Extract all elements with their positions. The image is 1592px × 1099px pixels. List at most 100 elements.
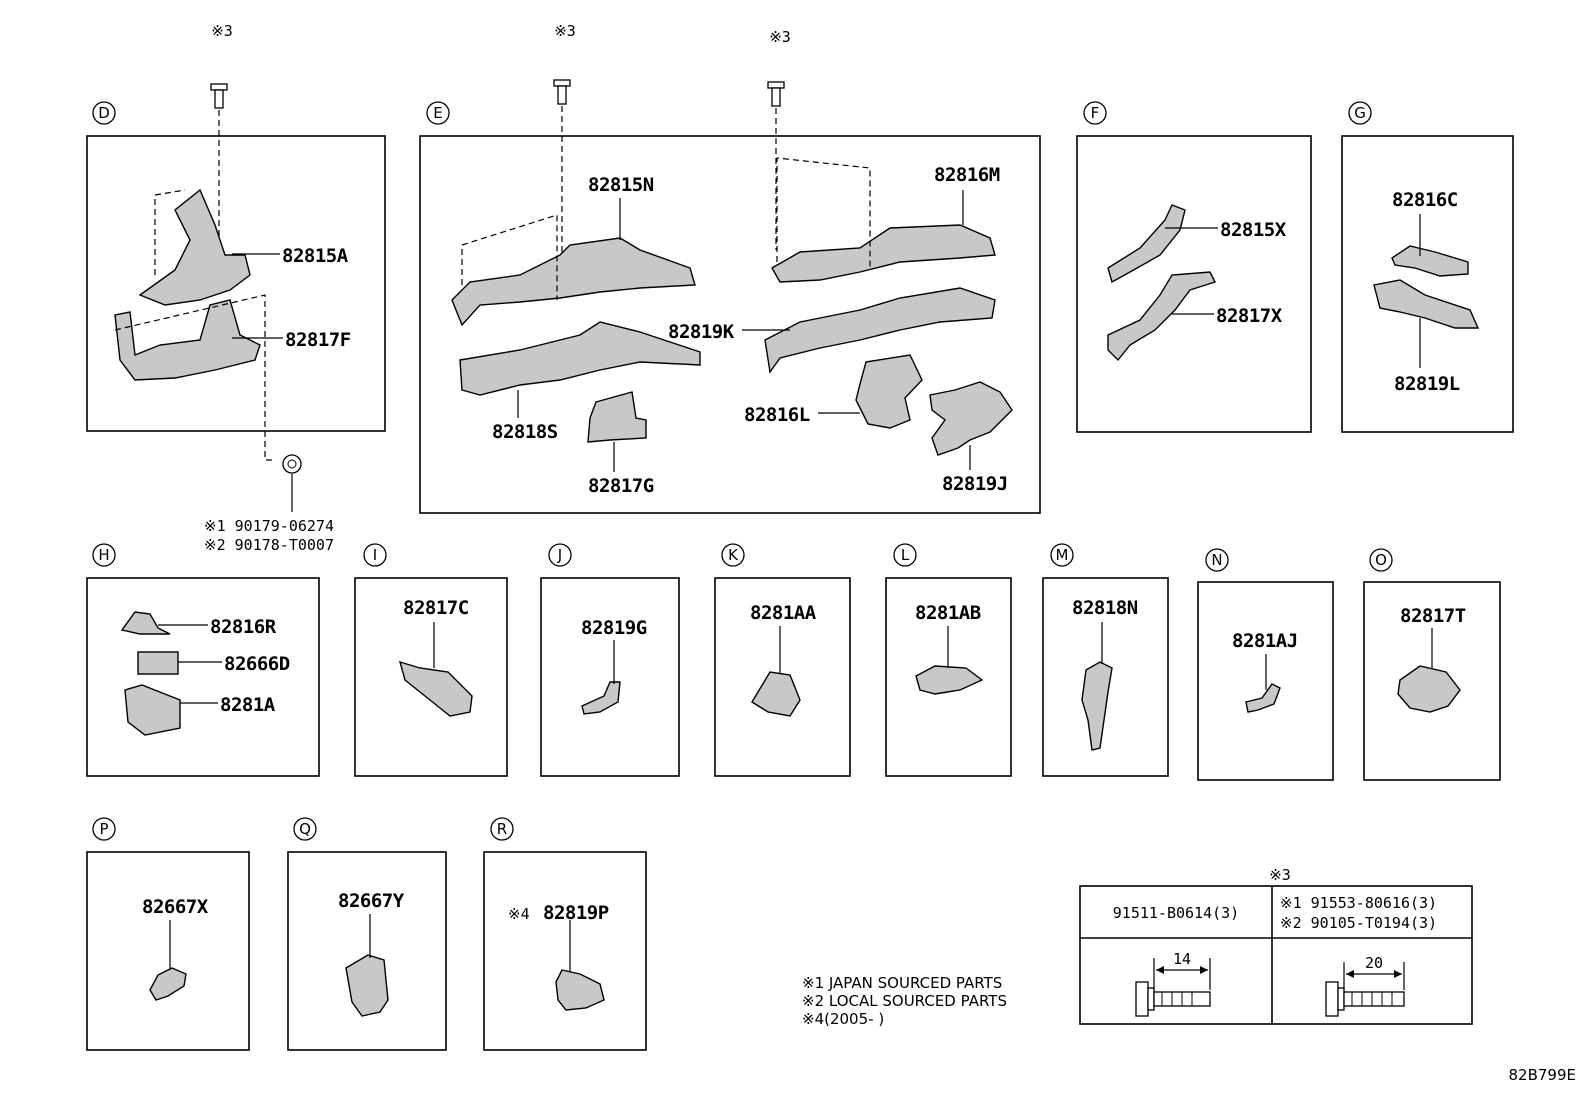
section-d-letter: D (98, 104, 110, 122)
part-8281aj-shape (1245, 683, 1281, 713)
section-j: J 82819G (540, 543, 680, 777)
part-82819p-label: 82819P (543, 902, 609, 924)
section-r: R ※4 82819P (483, 817, 647, 1051)
part-82819j-shape (929, 381, 1013, 456)
part-82816m-shape (771, 157, 996, 283)
section-h-box (86, 577, 320, 777)
part-8281aa-label: 8281AA (750, 602, 817, 624)
part-82666d-shape (137, 651, 179, 675)
bolt-icon (210, 83, 228, 109)
part-82817g-label: 82817G (588, 475, 654, 497)
section-p-letter: P (99, 820, 108, 838)
bolt-icon (767, 81, 785, 107)
part-82815n-shape (451, 214, 696, 327)
section-o-box (1363, 581, 1501, 781)
section-f-box (1076, 135, 1312, 433)
part-82667x-label: 82667X (142, 896, 209, 918)
part-82816c-label: 82816C (1392, 189, 1458, 211)
section-r-letter: R (497, 820, 507, 838)
section-l-box (885, 577, 1012, 777)
diagram-code: 82B799E (1509, 1066, 1577, 1084)
section-g-letter: G (1354, 104, 1366, 122)
part-82815a-label: 82815A (282, 245, 349, 267)
section-d-box (86, 135, 386, 432)
part-82667y-label: 82667Y (338, 890, 405, 912)
clip-icon (282, 454, 302, 474)
section-f-letter: F (1091, 104, 1100, 122)
clip-part-local: ※2 90178-T0007 (204, 536, 334, 554)
bolt-ref-d: ※3 (211, 22, 233, 40)
section-p: P 82667X (86, 817, 250, 1051)
part-82816m-label: 82816M (934, 164, 1000, 186)
part-82815x-label: 82815X (1220, 219, 1287, 241)
part-82818n-label: 82818N (1072, 597, 1138, 619)
part-82667x-shape (149, 967, 187, 1001)
part-82819k-label: 82819K (668, 321, 735, 343)
legend: ※1 JAPAN SOURCED PARTS ※2 LOCAL SOURCED … (802, 974, 1007, 1028)
bolt-table-col2-local: ※2 90105-T0194(3) (1280, 914, 1437, 932)
bolt-icon (553, 79, 571, 105)
part-82819k-shape (764, 287, 996, 374)
bolt-table: ※3 91511-B0614(3) ※1 91553-80616(3) ※2 9… (1079, 866, 1473, 1025)
bolt-table-col2-jp: ※1 91553-80616(3) (1280, 894, 1437, 912)
section-r-box (483, 851, 647, 1051)
part-8281aa-shape (751, 671, 801, 717)
part-82819g-label: 82819G (581, 617, 647, 639)
section-h: H 82816R 82666D 8281A (86, 543, 320, 777)
section-e-letter: E (433, 104, 442, 122)
part-82817f-shape (114, 294, 275, 461)
part-8281a-label: 8281A (220, 694, 276, 716)
section-m: M 82818N (1042, 543, 1169, 777)
section-o: O 82817T (1363, 548, 1501, 781)
section-j-letter: J (557, 546, 562, 564)
legend-japan-sourced: ※1 JAPAN SOURCED PARTS (802, 974, 1002, 992)
part-82667y-shape (345, 954, 389, 1017)
section-j-box (540, 577, 680, 777)
section-n: N 8281AJ (1197, 548, 1334, 781)
part-82815n-label: 82815N (588, 174, 654, 196)
part-8281a-shape (124, 684, 181, 736)
section-n-letter: N (1211, 551, 1222, 569)
part-8281ab-label: 8281AB (915, 602, 981, 624)
part-82819p-prefix: ※4 (508, 905, 530, 923)
section-m-box (1042, 577, 1169, 777)
section-e-box (419, 135, 1041, 514)
part-8281aj-label: 8281AJ (1232, 630, 1298, 652)
bolt-table-ref: ※3 (1269, 866, 1291, 884)
section-q: Q 82667Y (287, 817, 447, 1051)
legend-local-sourced: ※2 LOCAL SOURCED PARTS (802, 992, 1007, 1010)
part-82816c-shape (1391, 245, 1469, 277)
section-h-letter: H (98, 546, 109, 564)
section-n-box (1197, 581, 1334, 781)
part-82817t-shape (1397, 665, 1461, 713)
section-l-letter: L (901, 546, 910, 564)
part-82818s-label: 82818S (492, 421, 558, 443)
section-m-letter: M (1056, 546, 1069, 564)
part-82817x-label: 82817X (1216, 305, 1283, 327)
part-82819l-label: 82819L (1394, 373, 1460, 395)
part-82816l-label: 82816L (744, 404, 810, 426)
part-8281ab-shape (915, 665, 984, 695)
section-d: D ※3 82815A 82817F ※1 90179-06274 ※2 901… (86, 22, 386, 554)
part-82817t-label: 82817T (1400, 605, 1466, 627)
part-82817c-label: 82817C (403, 597, 469, 619)
section-g: G 82816C 82819L (1341, 101, 1514, 433)
part-82817g-shape (587, 391, 647, 443)
part-82818s-shape (459, 321, 701, 396)
bolt-ref-e2: ※3 (769, 28, 791, 46)
part-82815a-shape (138, 188, 251, 306)
bolt-length-14: 14 (1173, 950, 1191, 968)
part-82816r-shape (120, 611, 171, 635)
section-p-box (86, 851, 250, 1051)
section-e: E ※3 ※3 82815N 82818S 82817G (419, 22, 1041, 514)
section-q-letter: Q (299, 820, 311, 838)
section-i-box (354, 577, 508, 777)
section-g-box (1341, 135, 1514, 433)
part-82815x-shape (1107, 204, 1186, 284)
part-82817f-label: 82817F (285, 329, 351, 351)
legend-period: ※4(2005- ) (802, 1010, 884, 1028)
part-82819g-shape (581, 681, 621, 715)
bolt-ref-e1: ※3 (554, 22, 576, 40)
part-82819l-shape (1373, 279, 1480, 329)
part-82819j-label: 82819J (942, 473, 1008, 495)
